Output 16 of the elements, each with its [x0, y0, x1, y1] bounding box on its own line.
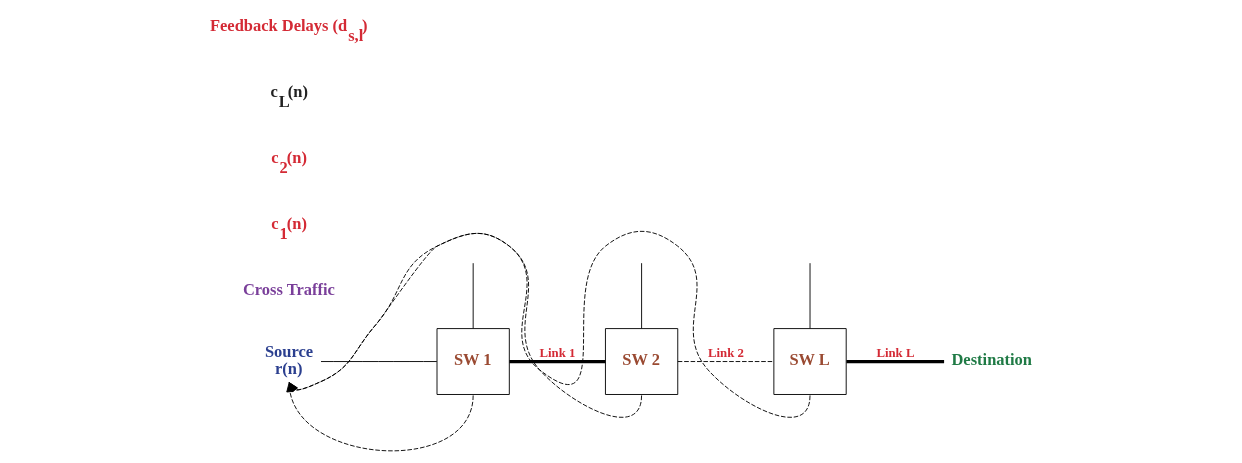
- connector: [809, 262, 811, 329]
- edge-label: Link 2: [707, 346, 744, 361]
- connector: [677, 361, 775, 362]
- label: Cross Traffic: [242, 280, 335, 300]
- connector: [641, 262, 643, 329]
- node-text: Source r(n): [264, 342, 314, 378]
- connector: [320, 361, 438, 362]
- node-box: SW L: [773, 328, 847, 395]
- connector: [509, 359, 606, 364]
- node-text: Destination: [951, 349, 1032, 369]
- connector: [846, 359, 945, 364]
- node-box: SW 2: [605, 328, 679, 395]
- edge-label: Link 1: [539, 346, 576, 361]
- connector: [472, 262, 474, 329]
- node-box: SW 1: [436, 328, 510, 395]
- edge-label: Link L: [876, 346, 915, 361]
